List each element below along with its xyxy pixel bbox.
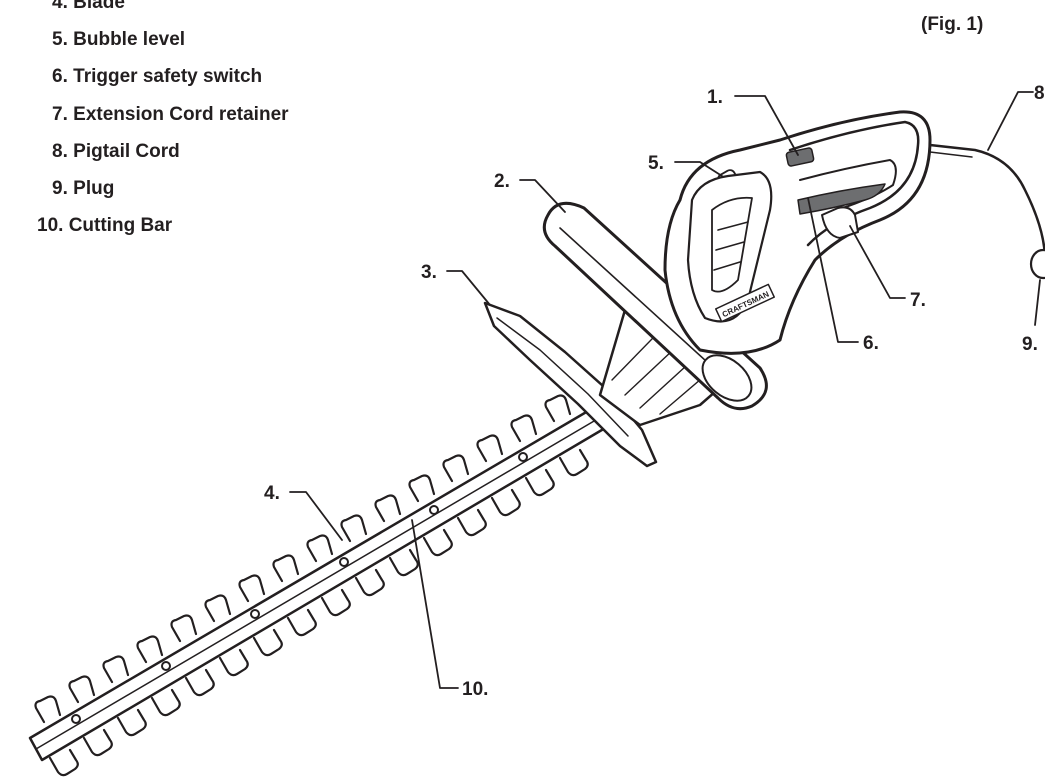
leader-6 [807, 197, 859, 343]
front-handle [542, 201, 768, 411]
callout-3: 3. [421, 262, 437, 283]
leader-4 [289, 491, 343, 541]
legend-text: Cutting Bar [68, 215, 173, 236]
legend-text: Plug [73, 178, 115, 199]
leader-1 [734, 95, 799, 156]
legend-num: 9. [52, 178, 68, 199]
leader-8 [987, 91, 1034, 151]
main-body: CRAFTSMAN [663, 110, 932, 355]
blade-teeth-top [34, 394, 572, 724]
legend-item-4: 4. Blade [52, 0, 125, 14]
legend-text: Trigger safety switch [73, 66, 263, 87]
callout-1: 1. [707, 87, 723, 108]
callout-2: 2. [494, 171, 510, 192]
legend-item-5: 5. Bubble level [52, 28, 185, 51]
cord-retainer [821, 206, 859, 239]
cutting-bar [28, 394, 645, 777]
callout-4: 4. [264, 483, 280, 504]
callout-7: 7. [910, 290, 926, 311]
legend-text: Blade [73, 0, 125, 13]
leader-7 [849, 225, 906, 299]
callout-5: 5. [648, 153, 664, 174]
figure-label: (Fig. 1) [921, 14, 984, 35]
legend-num: 7. [52, 104, 68, 125]
pigtail-cord [928, 143, 1045, 280]
leader-2 [519, 179, 566, 213]
leader-3 [446, 270, 491, 306]
legend-item-8: 8. Pigtail Cord [52, 140, 180, 163]
leader-5 [674, 161, 723, 177]
switch-button [785, 147, 815, 167]
callout-9: 9. [1022, 334, 1038, 355]
callout-6: 6. [863, 333, 879, 354]
legend-text: Pigtail Cord [73, 141, 180, 162]
legend-text: Extension Cord retainer [73, 104, 289, 125]
legend-text: Bubble level [73, 29, 186, 50]
callout-leaders [289, 91, 1041, 689]
legend-num: 4. [52, 0, 68, 13]
legend-item-9: 9. Plug [52, 177, 114, 200]
callout-8: 8 [1034, 83, 1045, 104]
trigger-grip [797, 183, 886, 215]
leader-9 [1034, 279, 1041, 326]
callout-labels: 1. 2. 3. 4. 5. 6. 7. 8 9. 10. [264, 83, 1045, 700]
plug [1029, 248, 1045, 280]
callout-10: 10. [462, 679, 488, 700]
legend-item-10: 10. Cutting Bar [37, 214, 172, 237]
leader-10 [411, 519, 459, 689]
legend-num: 8. [52, 141, 68, 162]
legend-num: 6. [52, 66, 68, 87]
bar-rivets [71, 452, 528, 724]
legend-item-7: 7. Extension Cord retainer [52, 103, 289, 126]
blade-teeth-bottom [48, 448, 589, 777]
blade-guard [483, 301, 658, 468]
legend-num: 10. [37, 215, 64, 236]
brand-badge [715, 283, 775, 323]
legend-num: 5. [52, 29, 68, 50]
legend-item-6: 6. Trigger safety switch [52, 65, 262, 88]
